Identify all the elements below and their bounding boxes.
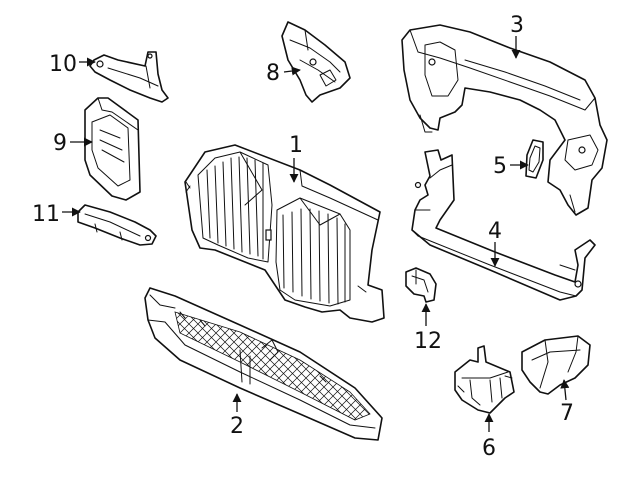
callout-4: 4 [488,219,502,244]
callout-11: 11 [32,202,60,227]
leader-8 [283,66,301,76]
leader-7 [560,379,570,401]
callouts: 1 2 3 4 5 6 7 8 9 10 11 12 [32,13,574,461]
part-grille-panel [184,144,385,323]
leader-lines [62,36,570,432]
callout-5: 5 [493,154,507,179]
callout-1: 1 [289,133,303,158]
part-small-clip [405,267,437,303]
part-long-bracket [89,51,169,103]
part-upper-bracket [281,21,351,103]
callout-2: 2 [230,414,244,439]
callout-7: 7 [560,401,574,426]
callout-8: 8 [266,61,280,86]
part-lower-bracket [77,204,157,246]
callout-6: 6 [482,436,496,461]
part-air-duct-bracket [454,345,515,414]
part-front-carrier-frame [411,149,596,301]
callout-10: 10 [49,52,77,77]
part-air-duct [521,335,591,395]
callout-9: 9 [53,131,67,156]
callout-3: 3 [510,13,524,38]
part-seal-grommet [525,139,544,179]
callout-12: 12 [414,329,442,354]
part-bumper-carrier [144,287,383,441]
part-control-module [84,97,141,201]
part-upper-radiator-support [401,24,608,216]
